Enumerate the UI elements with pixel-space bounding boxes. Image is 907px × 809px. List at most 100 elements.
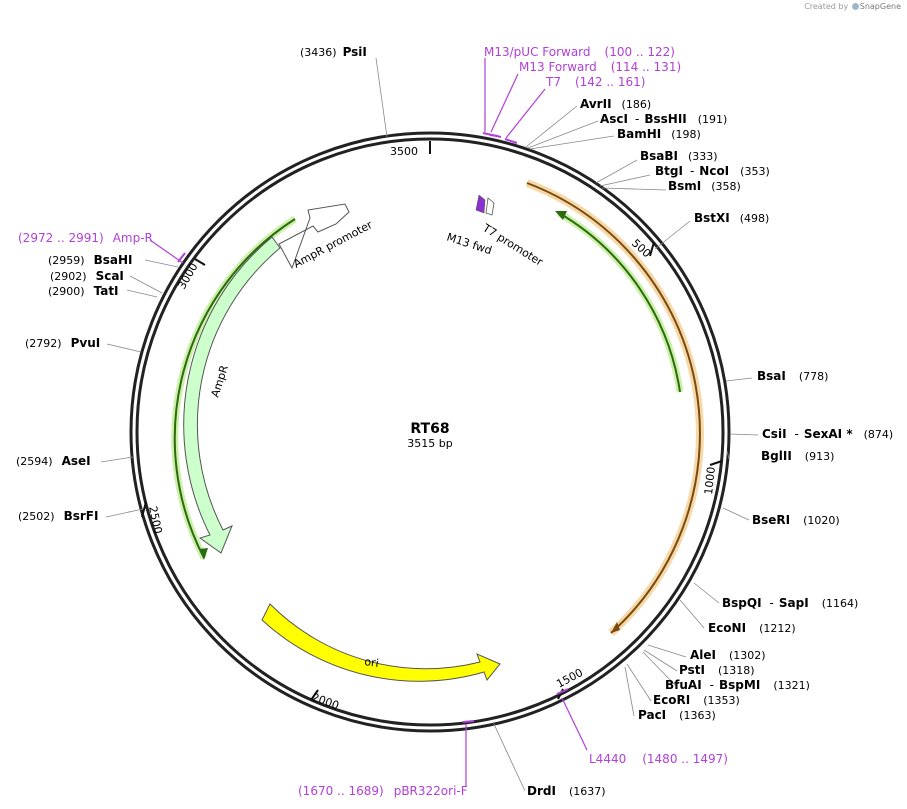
green-feature-arrowhead-right bbox=[555, 211, 567, 220]
site-bspqi-name: BspQI bbox=[722, 596, 762, 610]
site-econi-name: EcoNI bbox=[708, 621, 746, 635]
primer-pbr322ori-f-range: (1670 .. 1689) bbox=[298, 784, 384, 798]
site-asei-name: AseI bbox=[62, 454, 91, 468]
m13-fwd-arrow[interactable] bbox=[475, 194, 486, 214]
green-feature-arc-left bbox=[173, 218, 296, 559]
primer-l4440-name: L4440 bbox=[589, 752, 626, 766]
primer-markers bbox=[149, 58, 588, 787]
site-bstxi[interactable]: BstXI(498) bbox=[694, 211, 769, 225]
ampr-promoter-arrow[interactable] bbox=[278, 203, 350, 270]
site-ncoi-name: NcoI bbox=[699, 164, 729, 178]
site-ecori[interactable]: EcoRI (1353) bbox=[653, 693, 740, 707]
site-bfuai-bspmi[interactable]: BfuAI-BspMI(1321) bbox=[665, 678, 810, 692]
site-econi-position: (1212) bbox=[759, 622, 796, 635]
site-psti-name: PstI bbox=[679, 663, 705, 677]
site-bsmi[interactable]: BsmI(358) bbox=[668, 179, 741, 193]
ampr-arrow[interactable] bbox=[183, 236, 281, 554]
site-asci-bsshii[interactable]: AscI-BssHII(191) bbox=[600, 112, 727, 126]
site-bamhi[interactable]: BamHI(198) bbox=[617, 127, 701, 141]
site-psti[interactable]: PstI(1318) bbox=[679, 663, 755, 677]
site-econi[interactable]: EcoNI (1212) bbox=[708, 621, 796, 635]
site-asei[interactable]: (2594) AseI bbox=[16, 454, 91, 468]
site-bsabi[interactable]: BsaBI(333) bbox=[640, 149, 718, 163]
primer-m13-puc-forward[interactable]: M13/pUC Forward(100 .. 122) bbox=[484, 45, 675, 59]
site-bglii-name: BglII bbox=[761, 449, 792, 463]
primer-amp-r-name: Amp-R bbox=[113, 231, 153, 245]
site-bspqi-sapi[interactable]: BspQI-SapI(1164) bbox=[722, 596, 858, 610]
site-paci[interactable]: PacI(1363) bbox=[638, 708, 716, 722]
feature-label-ampr-promoter: AmpR promoter bbox=[291, 218, 375, 271]
green-feature-arc-right bbox=[558, 212, 681, 393]
site-asci-sep: - bbox=[635, 112, 639, 126]
site-bspmi-name: BspMI bbox=[719, 678, 760, 692]
site-csii-name: CsiI bbox=[762, 427, 787, 441]
site-bsahi[interactable]: (2959)BsaHI bbox=[48, 253, 132, 267]
orange-feature-glow bbox=[525, 179, 704, 636]
plasmid-name: RT68 bbox=[410, 421, 450, 437]
site-scai-position: (2902) bbox=[50, 270, 87, 283]
site-csii-sexai[interactable]: CsiI-SexAI *(874) bbox=[762, 427, 893, 441]
orange-feature-arc bbox=[526, 182, 701, 634]
primer-pbr322ori-f[interactable]: (1670 .. 1689) pBR322ori-F bbox=[298, 784, 468, 798]
t7-promoter-arrow[interactable] bbox=[485, 197, 495, 216]
site-bsai-name: BsaI bbox=[757, 369, 786, 383]
site-bsai-position: (778) bbox=[799, 370, 829, 383]
site-alei-name: AleI bbox=[690, 648, 716, 662]
primer-amp-r-range: (2972 .. 2991) bbox=[18, 231, 104, 245]
site-scai-name: ScaI bbox=[96, 269, 124, 283]
site-csii-sep: - bbox=[795, 427, 799, 441]
orange-feature-arrowhead bbox=[611, 622, 620, 633]
site-drdi-name: DrdI bbox=[527, 784, 556, 798]
primer-m13-forward-range: (114 .. 131) bbox=[611, 60, 681, 74]
primer-m13-forward[interactable]: M13 Forward(114 .. 131) bbox=[519, 60, 681, 74]
site-drdi[interactable]: DrdI(1637) bbox=[527, 784, 606, 798]
site-btgi-ncoi[interactable]: BtgI-NcoI(353) bbox=[655, 164, 770, 178]
credit-prefix: Created by bbox=[804, 2, 849, 11]
site-sexai-name: SexAI * bbox=[804, 427, 853, 441]
site-bspqi-position: (1164) bbox=[822, 597, 859, 610]
site-alei-position: (1302) bbox=[729, 649, 766, 662]
primer-m13-puc-forward-range: (100 .. 122) bbox=[605, 45, 675, 59]
feature-label-ori: ori bbox=[364, 655, 380, 670]
site-avrii[interactable]: AvrII(186) bbox=[580, 97, 651, 111]
site-bseri[interactable]: BseRI(1020) bbox=[752, 513, 840, 527]
site-psii-position: (3436) bbox=[300, 46, 337, 59]
site-bstxi-position: (498) bbox=[740, 212, 770, 225]
green-feature-arrowhead-left bbox=[199, 548, 208, 560]
tick-label-1500: 1500 bbox=[554, 666, 585, 691]
tick-label-3500: 3500 bbox=[390, 145, 418, 158]
site-paci-position: (1363) bbox=[679, 709, 716, 722]
ori-arrow[interactable] bbox=[261, 603, 501, 682]
site-bsrfi[interactable]: (2502) BsrFI bbox=[18, 509, 98, 523]
site-scai[interactable]: (2902) ScaI bbox=[50, 269, 124, 283]
site-pvui-name: PvuI bbox=[71, 336, 101, 350]
primer-l4440[interactable]: L4440(1480 .. 1497) bbox=[589, 752, 728, 766]
site-btgi-position: (353) bbox=[740, 165, 770, 178]
site-asci-name: AscI bbox=[600, 112, 628, 126]
primer-t7[interactable]: T7(142 .. 161) bbox=[545, 75, 645, 89]
plasmid-title: RT68 3515 bp bbox=[380, 421, 480, 450]
feature-label-ampr: AmpR bbox=[208, 363, 231, 399]
site-bsrfi-name: BsrFI bbox=[64, 509, 99, 523]
site-alei[interactable]: AleI (1302) bbox=[690, 648, 766, 662]
site-ecori-name: EcoRI bbox=[653, 693, 690, 707]
site-pvui[interactable]: (2792) PvuI bbox=[25, 336, 100, 350]
site-ecori-position: (1353) bbox=[703, 694, 740, 707]
primer-pbr322ori-f-name: pBR322ori-F bbox=[394, 784, 468, 798]
site-bsmi-name: BsmI bbox=[668, 179, 701, 193]
site-tati-position: (2900) bbox=[48, 285, 85, 298]
primer-t7-range: (142 .. 161) bbox=[575, 75, 645, 89]
site-bsai[interactable]: BsaI (778) bbox=[757, 369, 828, 383]
site-bspqi-sep: - bbox=[770, 596, 774, 610]
site-bsrfi-position: (2502) bbox=[18, 510, 55, 523]
site-asci-position: (191) bbox=[698, 113, 728, 126]
site-bglii-position: (913) bbox=[805, 450, 835, 463]
primer-amp-r[interactable]: (2972 .. 2991) Amp-R bbox=[18, 231, 153, 245]
site-tati[interactable]: (2900) TatI bbox=[48, 284, 119, 298]
site-bfuai-position: (1321) bbox=[773, 679, 810, 692]
site-pvui-position: (2792) bbox=[25, 337, 62, 350]
site-tati-name: TatI bbox=[94, 284, 119, 298]
site-psii[interactable]: (3436)PsiI bbox=[300, 45, 367, 59]
site-bglii[interactable]: BglII (913) bbox=[761, 449, 834, 463]
site-asei-position: (2594) bbox=[16, 455, 53, 468]
